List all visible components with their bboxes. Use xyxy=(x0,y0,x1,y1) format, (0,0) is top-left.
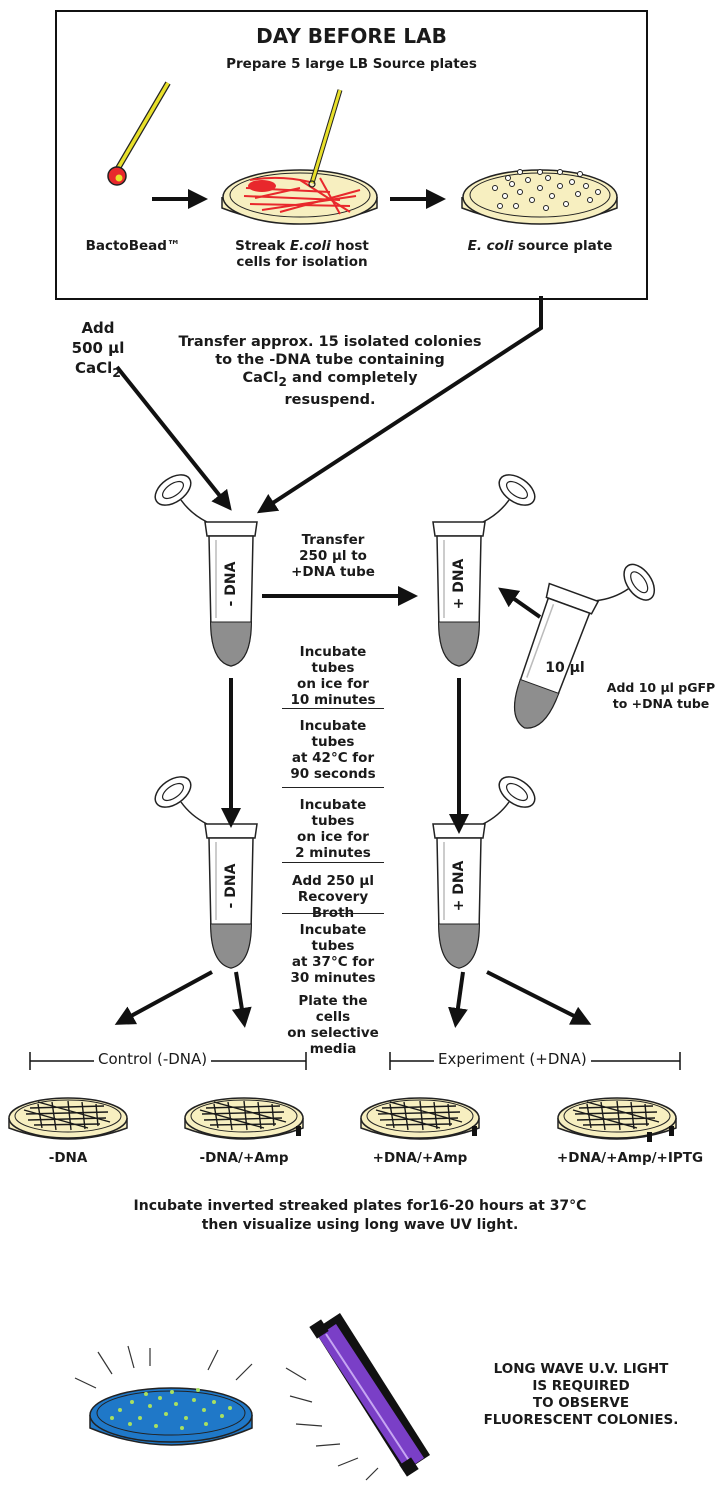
uv-lamp-icon xyxy=(285,1313,430,1481)
microtube-icon xyxy=(432,769,542,969)
tube-label-minus-dna: - DNA xyxy=(223,863,239,909)
step-line: at 42°C for xyxy=(291,750,375,766)
group-label-control: Control (-DNA) xyxy=(94,1050,212,1068)
uv-light-note: LONG WAVE U.V. LIGHT IS REQUIRED TO OBSE… xyxy=(446,1361,716,1429)
step-line: 10 minutes xyxy=(290,692,376,708)
microtube-icon xyxy=(432,467,542,667)
box-subtitle: Prepare 5 large LB Source plates xyxy=(226,56,477,72)
plate-cells-line2: on selective xyxy=(287,1025,379,1041)
incubate-final-text: Incubate inverted streaked plates for16-… xyxy=(40,1197,680,1235)
transfer-colonies-line1: Transfer approx. 15 isolated colonies xyxy=(178,334,482,350)
step-line: Incubate tubes xyxy=(299,922,367,954)
step-divider xyxy=(282,708,384,709)
incubate-final-line1: Incubate inverted streaked plates for16-… xyxy=(133,1198,587,1214)
plate-cells-line3: media xyxy=(309,1041,357,1057)
box-title: DAY BEFORE LAB xyxy=(256,24,447,48)
step-line: on ice for xyxy=(297,829,369,845)
microtube-icon xyxy=(499,549,670,738)
bactobead-label: BactoBead™ xyxy=(85,238,181,254)
transfer-colonies-line3-end: and completely xyxy=(286,370,418,386)
add-cacl2-subscript: 2 xyxy=(112,365,121,380)
streak-label: Streak E.coli host cells for isolation xyxy=(222,238,382,270)
uv-note-line4: FLUORESCENT COLONIES. xyxy=(483,1412,679,1428)
add-pgfp-label: Add 10 µl pGFP to +DNA tube xyxy=(596,680,718,712)
plate-cells-label: Plate the cells on selective media xyxy=(280,993,386,1057)
source-plate-label: E. coli source plate xyxy=(440,238,640,254)
microtube-icon xyxy=(148,769,258,969)
add-cacl2-line1: Add xyxy=(81,319,115,337)
streak-label-part: host xyxy=(330,238,369,254)
streak-label-part: Streak xyxy=(235,238,290,254)
microtube-icon xyxy=(148,467,258,667)
uv-note-line1: LONG WAVE U.V. LIGHT xyxy=(493,1361,669,1377)
transfer-colonies-line4: resuspend. xyxy=(284,391,376,408)
arrow-icon xyxy=(114,970,213,1025)
add-pgfp-line1: Add 10 µl pGFP xyxy=(606,680,716,695)
petri-dish-icon xyxy=(8,1097,128,1140)
step-divider xyxy=(282,787,384,788)
group-label-experiment: Experiment (+DNA) xyxy=(434,1050,591,1068)
transfer-colonies-line3: CaCl xyxy=(242,370,279,386)
arrow-icon xyxy=(231,971,252,1028)
petri-dish-icon xyxy=(74,1345,253,1446)
step-line: 90 seconds xyxy=(290,766,376,782)
transfer-250-line3: +DNA tube xyxy=(291,564,375,580)
uv-note-line2: IS REQUIRED xyxy=(532,1378,630,1394)
step-line: at 37°C for xyxy=(291,954,375,970)
transfer-250-line2: 250 µl to xyxy=(299,548,367,564)
arrow-icon xyxy=(115,365,232,511)
arrow-icon xyxy=(256,296,543,514)
transfer-250-label: Transfer 250 µl to +DNA tube xyxy=(286,532,380,580)
arrow-icon xyxy=(486,970,592,1025)
plate-label: -DNA/+Amp xyxy=(199,1150,289,1166)
step-line: Recovery Broth xyxy=(297,889,369,921)
tube-label-plus-dna: + DNA xyxy=(451,558,467,610)
plate-label: -DNA xyxy=(48,1150,88,1166)
incubate-final-line2: then visualize using long wave UV light. xyxy=(201,1217,519,1233)
step-line: Incubate tubes xyxy=(299,797,367,829)
arrow-icon xyxy=(448,971,468,1028)
uv-note-line3: TO OBSERVE xyxy=(532,1395,630,1411)
add-cacl2-line2: 500 µl xyxy=(71,339,125,357)
step-line: 2 minutes xyxy=(295,845,371,861)
day-before-lab-box: DAY BEFORE LAB Prepare 5 large LB Source… xyxy=(55,10,648,300)
step-line: Incubate tubes xyxy=(299,718,367,750)
petri-dish-icon xyxy=(221,89,378,225)
plate-label: +DNA/+Amp xyxy=(372,1150,468,1166)
step-divider xyxy=(282,913,384,914)
transfer-colonies-line2: to the -DNA tube containing xyxy=(215,352,445,368)
step-line: Add 250 µl xyxy=(292,873,374,889)
add-pgfp-line2: to +DNA tube xyxy=(612,696,710,711)
step-divider xyxy=(282,862,384,863)
source-plate-species: E. coli xyxy=(467,238,514,254)
petri-dish-icon xyxy=(360,1097,480,1140)
petri-dish-icon xyxy=(184,1097,304,1140)
plasmid-tube-label: 10 µl xyxy=(545,660,585,676)
streak-label-line2: cells for isolation xyxy=(236,254,368,270)
transfer-colonies-subscript: 2 xyxy=(278,374,287,389)
add-cacl2-label: Add 500 µl CaCl2 xyxy=(68,318,128,383)
bactobead-icon xyxy=(107,81,171,186)
streak-label-species: E.coli xyxy=(289,238,331,254)
tube-label-plus-dna: + DNA xyxy=(451,860,467,912)
petri-dish-icon xyxy=(557,1097,677,1142)
step-line: Incubate tubes xyxy=(299,644,367,676)
source-plate-text: source plate xyxy=(513,238,613,254)
arrow-icon xyxy=(498,587,542,619)
plate-cells-line1: Plate the cells xyxy=(298,993,368,1025)
petri-dish-icon xyxy=(461,169,618,225)
tube-label-minus-dna: - DNA xyxy=(223,561,239,607)
step-line: 30 minutes xyxy=(290,970,376,986)
add-cacl2-line3: CaCl xyxy=(75,359,113,377)
step-line: on ice for xyxy=(297,676,369,692)
transfer-colonies-label: Transfer approx. 15 isolated colonies to… xyxy=(160,333,500,409)
plate-label: +DNA/+Amp/+IPTG xyxy=(556,1150,704,1166)
transfer-250-line1: Transfer xyxy=(301,532,365,548)
